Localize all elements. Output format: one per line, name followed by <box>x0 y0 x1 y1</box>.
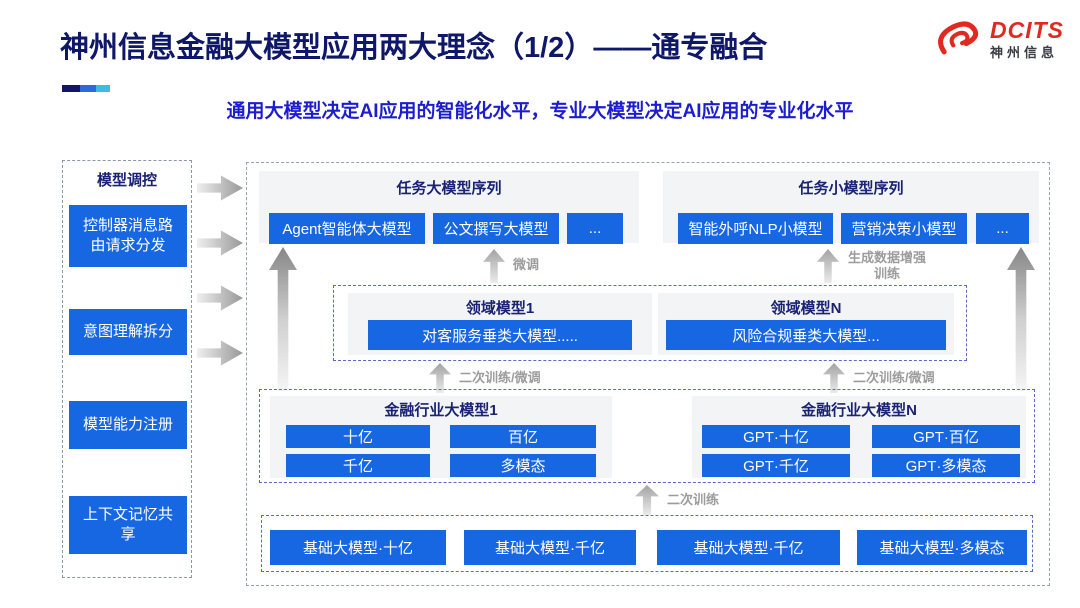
model-box-100b: 千亿 <box>286 454 430 477</box>
arrow-label-secondary-right: 二次训练/微调 <box>853 370 935 385</box>
title-accent-bar <box>62 85 110 92</box>
base-model-100b-2: 基础大模型·千亿 <box>657 530 840 565</box>
sidebar-item-capability-register: 模型能力注册 <box>69 401 187 449</box>
accent-segment-dark <box>62 85 80 92</box>
right-arrow-icon <box>197 340 243 366</box>
model-box-outbound-nlp: 智能外呼NLP小模型 <box>678 213 833 244</box>
model-box-document-writing: 公文撰写大模型 <box>433 213 559 244</box>
model-box-marketing-decision: 营销决策小模型 <box>841 213 967 244</box>
right-arrow-icon <box>197 175 243 201</box>
arrow-label-secondary-left: 二次训练/微调 <box>459 370 541 385</box>
sidebar-item-context-memory: 上下文记忆共享 <box>69 496 187 554</box>
model-control-sidebar: 模型调控 控制器消息路由请求分发 意图理解拆分 模型能力注册 上下文记忆共享 <box>62 160 192 578</box>
model-box-multimodal: 多模态 <box>450 454 596 477</box>
panel-title: 任务小模型序列 <box>798 180 904 197</box>
sidebar-item-intent-split: 意图理解拆分 <box>69 309 187 355</box>
slide-subtitle: 通用大模型决定AI应用的智能化水平，专业大模型决定AI应用的专业化水平 <box>226 101 854 122</box>
company-logo: DCITS 神州信息 <box>930 16 1064 62</box>
panel-title: 领域模型1 <box>465 300 535 317</box>
model-box-ellipsis: ... <box>567 213 623 244</box>
model-box-agent: Agent智能体大模型 <box>269 213 425 244</box>
accent-segment-blue <box>80 85 96 92</box>
arrow-label-secondary-train: 二次训练 <box>667 492 720 507</box>
panel-title: 任务大模型序列 <box>396 180 502 197</box>
sidebar-title: 模型调控 <box>96 172 157 189</box>
model-box-gpt-100b: GPT·千亿 <box>702 454 850 477</box>
task-small-model-series-panel: 任务小模型序列 智能外呼NLP小模型 营销决策小模型 ... <box>663 171 1039 244</box>
right-arrow-icon <box>197 285 243 311</box>
model-box-gpt-multimodal: GPT·多模态 <box>872 454 1020 477</box>
sidebar-item-router-dispatch: 控制器消息路由请求分发 <box>69 205 187 267</box>
dcits-swoosh-icon <box>938 21 979 55</box>
up-arrow-icon <box>483 249 505 283</box>
logo-brand-text: DCITS <box>990 17 1064 44</box>
logo-brand-cn-text: 神州信息 <box>990 44 1059 60</box>
up-arrow-tall-icon <box>1007 247 1035 391</box>
base-model-100b: 基础大模型·千亿 <box>464 530 636 565</box>
industry-model-1-panel: 金融行业大模型1 十亿 百亿 千亿 多模态 <box>270 396 612 478</box>
domain-model-n-panel: 领域模型N 风险合规垂类大模型... <box>658 293 954 355</box>
model-box-10b: 百亿 <box>450 425 596 448</box>
up-arrow-tall-icon <box>269 247 297 391</box>
arrow-label-gen-augment: 生成数据增强训练 <box>847 250 926 282</box>
base-model-1b: 基础大模型·十亿 <box>270 530 446 565</box>
up-arrow-icon <box>635 485 659 515</box>
accent-segment-cyan <box>96 85 110 92</box>
industry-model-n-panel: 金融行业大模型N GPT·十亿 GPT·百亿 GPT·千亿 GPT·多模态 <box>692 396 1026 478</box>
arrow-label-finetune: 微调 <box>513 257 540 272</box>
model-box-gpt-10b: GPT·百亿 <box>872 425 1020 448</box>
page-title: 神州信息金融大模型应用两大理念（1/2）——通专融合 <box>60 32 768 64</box>
model-box-gpt-1b: GPT·十亿 <box>702 425 850 448</box>
panel-title: 领域模型N <box>770 300 842 317</box>
domain-models-container: 领域模型1 对客服务垂类大模型..... 领域模型N 风险合规垂类大模型... <box>333 285 967 361</box>
model-box-1b: 十亿 <box>286 425 430 448</box>
model-architecture-diagram: 任务大模型序列 Agent智能体大模型 公文撰写大模型 ... 任务小模型序列 … <box>246 162 1050 586</box>
industry-models-container: 金融行业大模型1 十亿 百亿 千亿 多模态 金融行业大模型N GPT·十亿 GP… <box>259 389 1035 483</box>
panel-title: 金融行业大模型N <box>801 402 917 419</box>
model-box-risk-compliance: 风险合规垂类大模型... <box>666 320 946 350</box>
base-models-container: 基础大模型·十亿 基础大模型·千亿 基础大模型·千亿 基础大模型·多模态 <box>261 515 1033 572</box>
domain-model-1-panel: 领域模型1 对客服务垂类大模型..... <box>348 293 652 355</box>
task-large-model-series-panel: 任务大模型序列 Agent智能体大模型 公文撰写大模型 ... <box>259 171 639 244</box>
model-box-ellipsis: ... <box>976 213 1029 244</box>
up-arrow-icon <box>817 249 839 283</box>
model-box-customer-service: 对客服务垂类大模型..... <box>368 320 632 350</box>
base-model-multimodal: 基础大模型·多模态 <box>857 530 1027 565</box>
panel-title: 金融行业大模型1 <box>384 402 498 419</box>
right-arrow-icon <box>197 230 243 256</box>
